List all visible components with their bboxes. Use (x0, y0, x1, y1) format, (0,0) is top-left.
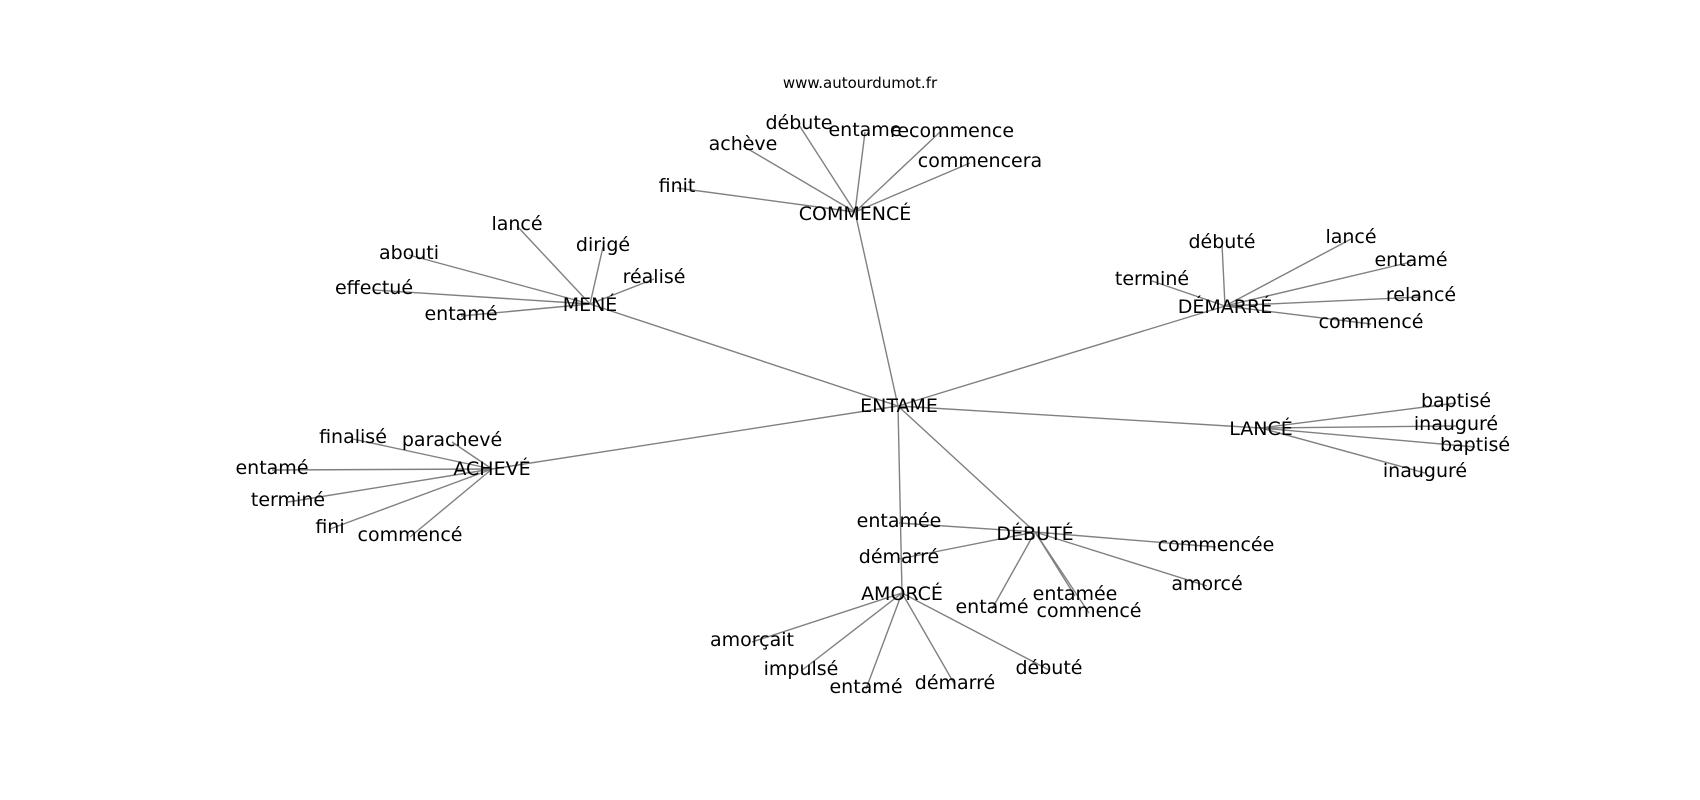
edge-mene-2 (408, 254, 591, 305)
edge-lance-0 (1260, 402, 1457, 429)
leaf-acheve-2[interactable]: entamé (235, 457, 308, 479)
edge-debute-3 (1034, 531, 1208, 587)
edge-lance-1 (1260, 425, 1457, 429)
edge-debute-2 (1034, 531, 1217, 548)
edge-mene-4 (373, 289, 591, 305)
leaf-acheve-1[interactable]: parachevé (402, 429, 502, 451)
edge-amorce-4 (901, 592, 1050, 671)
edges (271, 124, 1476, 690)
edge-commence-0 (676, 187, 856, 213)
leaf-mene-0[interactable]: lancé (491, 213, 542, 235)
leaf-demarre-1[interactable]: lancé (1325, 226, 1376, 248)
leaf-commence-3[interactable]: entame (828, 119, 901, 141)
leaf-commence-1[interactable]: achève (709, 133, 778, 155)
edge-mene-1 (589, 246, 604, 305)
leaf-acheve-3[interactable]: terminé (251, 489, 325, 511)
leaf-debute-4[interactable]: entamé (955, 596, 1028, 618)
leaf-mene-5[interactable]: entamé (424, 303, 497, 325)
leaf-lance-1[interactable]: inauguré (1414, 413, 1498, 435)
edge-acheve-1 (451, 441, 493, 470)
edge-acheve-4 (329, 468, 493, 530)
leaf-lance-3[interactable]: inauguré (1383, 460, 1467, 482)
leaf-demarre-3[interactable]: terminé (1115, 268, 1189, 290)
leaf-demarre-0[interactable]: débuté (1189, 231, 1256, 253)
leaf-mene-4[interactable]: effectué (335, 277, 413, 299)
edge-mene-0 (516, 225, 591, 305)
hub-lance[interactable]: LANCÉ (1229, 417, 1293, 440)
leaf-debute-3[interactable]: amorcé (1171, 573, 1242, 595)
leaf-amorce-2[interactable]: entamé (829, 676, 902, 698)
edge-mene-5 (460, 303, 591, 317)
edge-debute-1 (898, 531, 1036, 560)
hub-mene[interactable]: MENÉ (563, 293, 618, 316)
leaf-debute-1[interactable]: démarré (859, 546, 939, 568)
edge-debute-4 (991, 531, 1036, 610)
hub-debute[interactable]: DÉBUTÉ (996, 522, 1073, 545)
edge-mene-3 (589, 278, 655, 305)
edge-amorce-0 (751, 592, 903, 643)
leaf-lance-0[interactable]: baptisé (1421, 390, 1491, 412)
leaf-demarre-5[interactable]: commencé (1319, 311, 1424, 333)
leaf-amorce-1[interactable]: impulsé (764, 658, 839, 680)
edge-commence-4 (854, 131, 941, 213)
center-word[interactable]: ENTAME (860, 395, 938, 417)
edge-commence-2 (798, 124, 856, 213)
edge-acheve-5 (409, 468, 493, 538)
hub-acheve[interactable]: ACHEVÉ (453, 457, 530, 480)
edge-demarre-3 (1151, 280, 1226, 307)
leaf-commence-2[interactable]: débute (766, 112, 833, 134)
leaf-debute-2[interactable]: commencée (1158, 534, 1275, 556)
edge-demarre-1 (1224, 238, 1352, 307)
hub-demarre[interactable]: DÉMARRÉ (1178, 295, 1272, 318)
edge-commence-3 (854, 131, 866, 213)
leaf-commence-0[interactable]: finit (659, 175, 696, 197)
edge-center-acheve (491, 405, 899, 470)
edge-center-amorce (897, 405, 903, 594)
edge-center-lance (897, 405, 1262, 429)
edge-amorce-1 (800, 592, 903, 672)
edge-commence-5 (854, 162, 971, 213)
leaf-amorce-3[interactable]: démarré (915, 672, 995, 694)
leaf-commence-4[interactable]: recommence (890, 120, 1014, 142)
edge-amorce-3 (901, 592, 956, 686)
leaf-acheve-0[interactable]: finalisé (319, 426, 387, 448)
leaf-acheve-5[interactable]: commencé (358, 524, 463, 546)
edge-lance-2 (1260, 427, 1476, 448)
leaf-lance-2[interactable]: baptisé (1440, 434, 1510, 456)
edge-center-mene (589, 303, 899, 407)
leaf-mene-3[interactable]: réalisé (623, 266, 686, 288)
leaf-demarre-2[interactable]: entamé (1374, 249, 1447, 271)
leaf-debute-6[interactable]: commencé (1037, 600, 1142, 622)
hub-amorce[interactable]: AMORCÉ (861, 582, 943, 605)
edge-demarre-4 (1224, 296, 1422, 307)
edge-acheve-0 (352, 438, 493, 470)
edge-amorce-2 (865, 592, 903, 690)
hub-commence[interactable]: COMMENCÉ (799, 202, 912, 225)
leaf-amorce-4[interactable]: débuté (1016, 657, 1083, 679)
leaf-mene-1[interactable]: dirigé (576, 234, 630, 256)
edge-commence-1 (742, 145, 856, 213)
edge-demarre-0 (1221, 243, 1226, 307)
edge-center-debute (897, 405, 1036, 533)
site-caption: www.autourdumot.fr (783, 74, 938, 92)
edge-demarre-5 (1224, 305, 1372, 325)
edge-lance-3 (1260, 427, 1426, 474)
edge-acheve-2 (271, 468, 493, 471)
edge-demarre-2 (1224, 261, 1412, 307)
labels: www.autourdumot.fr ENTAME COMMENCÉfinita… (235, 74, 1510, 698)
leaf-mene-2[interactable]: abouti (379, 242, 439, 264)
edge-acheve-3 (287, 468, 493, 503)
edge-center-commence (854, 211, 899, 407)
leaf-acheve-4[interactable]: fini (315, 516, 344, 538)
leaf-debute-0[interactable]: entamée (857, 510, 942, 532)
leaf-commence-5[interactable]: commencera (918, 150, 1042, 172)
edge-debute-0 (898, 522, 1036, 533)
leaf-amorce-0[interactable]: amorçait (710, 629, 794, 651)
edge-debute-6 (1034, 531, 1090, 614)
leaf-debute-5[interactable]: entamée (1033, 583, 1118, 605)
leaf-demarre-4[interactable]: relancé (1386, 284, 1456, 306)
edge-center-demarre (897, 305, 1226, 407)
